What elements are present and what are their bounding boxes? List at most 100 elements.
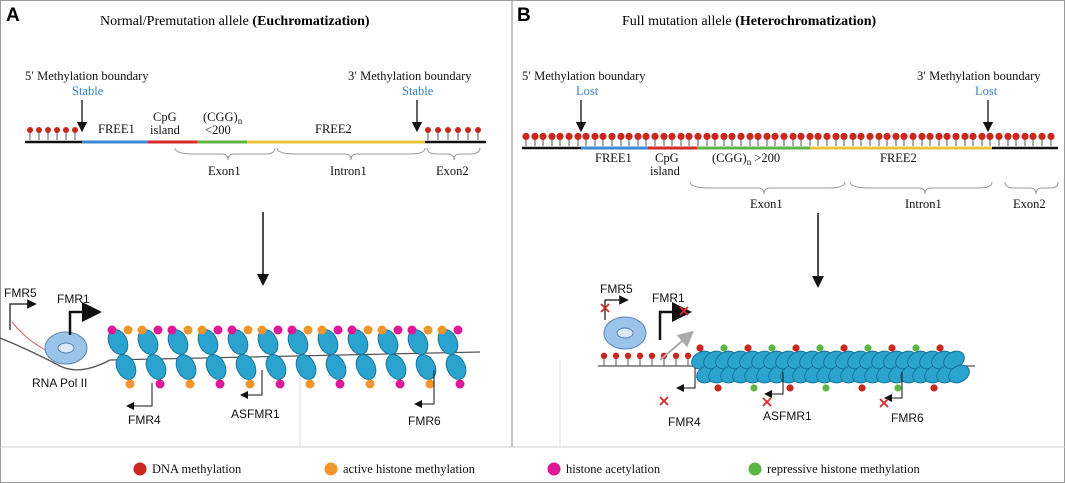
legend-repressive-histone-swatch bbox=[748, 462, 762, 476]
methyl-dot bbox=[63, 127, 69, 133]
legend-active-histone-swatch bbox=[324, 462, 338, 476]
panel-b-3-boundary-label: 3′ Methylation boundary bbox=[917, 69, 1041, 83]
histone-mark bbox=[720, 344, 728, 352]
panel-b-fmr1-arrow bbox=[658, 302, 692, 340]
panel-b-5-boundary-label: 5′ Methylation boundary bbox=[522, 69, 646, 83]
methyl-dot bbox=[625, 132, 633, 140]
methyl-dot bbox=[36, 127, 42, 133]
panel-a-fmr4-label: FMR4 bbox=[128, 413, 161, 427]
methyl-dot bbox=[849, 132, 857, 140]
panel-b-intron1-brace bbox=[849, 181, 993, 195]
methyl-dot bbox=[1038, 132, 1046, 140]
histone-mark bbox=[377, 325, 387, 335]
panel-b-fmr6-arrow bbox=[884, 372, 903, 402]
methyl-dot bbox=[668, 132, 676, 140]
methyl-dot bbox=[465, 127, 471, 133]
methyl-dot bbox=[943, 132, 951, 140]
histone-mark bbox=[786, 384, 794, 392]
histone-mark bbox=[243, 325, 253, 335]
methyl-dot bbox=[612, 352, 620, 359]
methyl-dot bbox=[556, 132, 564, 140]
panel-b-3-boundary-status: Lost bbox=[975, 84, 998, 98]
panel-a-fmr5-label: FMR5 bbox=[4, 286, 37, 300]
panel-a-fmr6-label: FMR6 bbox=[408, 414, 441, 428]
methyl-dot bbox=[840, 132, 848, 140]
methyl-dot bbox=[720, 132, 728, 140]
panel-b-fmr4-arrow bbox=[676, 368, 696, 392]
legend-dna-methylation-label: DNA methylation bbox=[152, 462, 242, 476]
methyl-dot bbox=[599, 132, 607, 140]
panel-b-exon1-label: Exon1 bbox=[750, 197, 783, 211]
panel-a-3-boundary-label: 3′ Methylation boundary bbox=[348, 69, 472, 83]
methyl-dot bbox=[952, 132, 960, 140]
panel-b-cgg-label: (CGG)n >200 bbox=[712, 151, 780, 167]
histone-mark bbox=[317, 325, 327, 335]
histone-mark bbox=[107, 325, 117, 335]
panel-b-exon2-label: Exon2 bbox=[1013, 197, 1046, 211]
panel-a-dna-strand bbox=[0, 337, 481, 371]
panel-a-free1-label: FREE1 bbox=[98, 122, 135, 136]
methyl-dot bbox=[565, 132, 573, 140]
methyl-dot bbox=[961, 132, 969, 140]
methyl-dot bbox=[539, 132, 547, 140]
methyl-dot bbox=[857, 132, 865, 140]
methyl-dot bbox=[694, 132, 702, 140]
histone-mark bbox=[303, 325, 313, 335]
methyl-dot bbox=[728, 132, 736, 140]
methyl-dot bbox=[591, 132, 599, 140]
histone-mark bbox=[696, 344, 704, 352]
panel-b-exon2-brace bbox=[1004, 181, 1059, 195]
methyl-dot bbox=[892, 132, 900, 140]
histone-mark bbox=[227, 325, 237, 335]
panel-a-fmr1-arrow bbox=[68, 302, 102, 335]
panel-b-exon1-brace bbox=[689, 181, 846, 195]
panel-a-exon1-brace bbox=[174, 147, 276, 161]
panel-a-asfmr1-arrow bbox=[240, 370, 263, 399]
methyl-dot bbox=[789, 132, 797, 140]
panel-a-cpg-label: CpG bbox=[153, 110, 177, 124]
nucleosome bbox=[437, 325, 467, 389]
panel-a-island-label: island bbox=[150, 123, 181, 137]
histone-mark bbox=[744, 344, 752, 352]
methyl-dot bbox=[522, 132, 530, 140]
panel-a-fmr1-label: FMR1 bbox=[57, 292, 90, 306]
histone-mark bbox=[930, 384, 938, 392]
panel-a-intron1-brace bbox=[276, 147, 426, 161]
histone-mark bbox=[257, 325, 267, 335]
methyl-dot bbox=[978, 132, 986, 140]
nucleosome bbox=[137, 325, 167, 389]
methyl-dot bbox=[746, 132, 754, 140]
methyl-dot bbox=[54, 127, 60, 133]
histone-mark bbox=[137, 325, 147, 335]
methyl-dot bbox=[703, 132, 711, 140]
nucleosome bbox=[257, 325, 287, 389]
methyl-dot bbox=[617, 132, 625, 140]
panel-a-letter: A bbox=[6, 5, 20, 26]
panel-a-fmr4-arrow bbox=[126, 383, 153, 410]
methyl-dot bbox=[866, 132, 874, 140]
methyl-dot bbox=[900, 132, 908, 140]
methyl-dot bbox=[969, 132, 977, 140]
panel-a-cgg-label: (CGG)n bbox=[203, 110, 243, 126]
methyl-dot bbox=[986, 132, 994, 140]
panel-b-pol-inner-icon bbox=[616, 327, 634, 339]
histone-mark bbox=[816, 344, 824, 352]
nucleosome bbox=[377, 325, 407, 389]
methyl-dot bbox=[754, 132, 762, 140]
nucleosome bbox=[317, 325, 347, 389]
panel-a-asfmr1-label: ASFMR1 bbox=[231, 407, 280, 421]
histone-mark bbox=[123, 325, 133, 335]
methyl-dot bbox=[806, 132, 814, 140]
panel-b-silenced-marks bbox=[600, 303, 889, 408]
panel-b-letter: B bbox=[517, 5, 531, 26]
methyl-dot bbox=[1021, 132, 1029, 140]
methyl-dot bbox=[763, 132, 771, 140]
methyl-dot bbox=[918, 132, 926, 140]
histone-mark bbox=[287, 325, 297, 335]
histone-mark bbox=[167, 325, 177, 335]
histone-mark bbox=[347, 325, 357, 335]
methyl-dot bbox=[608, 132, 616, 140]
nucleosome bbox=[287, 325, 317, 389]
methyl-dot bbox=[642, 132, 650, 140]
panel-b-chromatin-methyl-lollipops bbox=[600, 352, 704, 366]
